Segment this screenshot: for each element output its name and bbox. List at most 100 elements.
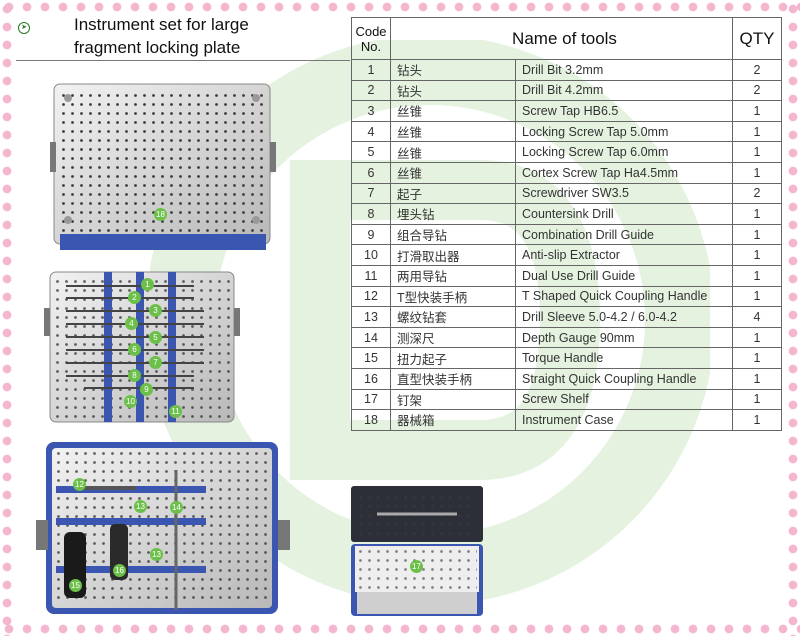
cell-qty: 1 [732,285,782,308]
cell-name-en: Cortex Screw Tap Ha4.5mm [515,161,733,184]
cell-name-cn: 组合导钻 [390,223,516,246]
cell-name-cn: 测深尺 [390,326,516,349]
cell-code-no: 4 [351,120,391,143]
cell-code-no: 17 [351,388,391,411]
header-code-line2: No. [360,38,382,54]
cell-name-en: Anti-slip Extractor [515,244,733,266]
photo-label-3: 3 [149,304,162,317]
pink-dot-border-bottom [0,622,800,636]
photo-label-7: 7 [149,356,162,369]
cell-code-no: 14 [351,326,391,349]
photo-label-12: 12 [73,478,86,491]
photo-label-2: 2 [128,291,141,304]
cell-qty: 1 [732,203,782,225]
cell-code-no: 15 [351,347,391,369]
photo-label-8: 8 [128,369,141,382]
cell-name-cn: T型快装手柄 [390,285,516,308]
cell-code-no: 5 [351,141,391,163]
table-header-row: Code No. Name of tools QTY [351,17,782,60]
page-title: Instrument set for large fragment lockin… [74,13,249,59]
cell-name-cn: 丝锥 [390,100,516,122]
cell-name-cn: 螺纹钻套 [390,306,516,328]
cell-qty: 1 [732,326,782,349]
cell-qty: 2 [732,182,782,205]
photo-label-9: 9 [140,383,153,396]
photo-label-10: 10 [124,395,137,408]
cell-name-en: Locking Screw Tap 6.0mm [515,141,733,163]
cell-qty: 1 [732,367,782,390]
cell-qty: 1 [732,120,782,143]
cell-name-en: Locking Screw Tap 5.0mm [515,120,733,143]
cell-name-cn: 丝锥 [390,141,516,163]
cell-name-en: Straight Quick Coupling Handle [515,367,733,390]
cell-qty: 1 [732,223,782,246]
cell-name-cn: 打滑取出器 [390,244,516,266]
header-name-of-tools: Name of tools [390,17,733,60]
cell-name-en: T Shaped Quick Coupling Handle [515,285,733,308]
photo-label-13: 13 [134,500,147,513]
cell-qty: 1 [732,100,782,122]
cell-code-no: 18 [351,409,391,431]
cell-name-cn: 丝锥 [390,120,516,143]
cell-name-cn: 丝锥 [390,161,516,184]
cell-qty: 1 [732,264,782,287]
photo-label-11: 11 [169,405,182,418]
photo-label-1: 1 [141,278,154,291]
photo-label-4: 4 [125,317,138,330]
cell-name-en: Depth Gauge 90mm [515,326,733,349]
lower-tray-photo [36,442,290,614]
cell-name-en: Combination Drill Guide [515,223,733,246]
cell-qty: 4 [732,306,782,328]
cell-name-en: Drill Sleeve 5.0-4.2 / 6.0-4.2 [515,306,733,328]
cell-name-cn: 钻头 [390,79,516,102]
cell-name-en: Countersink Drill [515,203,733,225]
cell-code-no: 10 [351,244,391,266]
title-line-1: Instrument set for large [74,15,249,34]
cell-code-no: 6 [351,161,391,184]
header-code-no: Code No. [351,17,391,60]
title-line-2: fragment locking plate [74,38,241,57]
cell-name-en: Torque Handle [515,347,733,369]
photo-label-17: 17 [410,560,423,573]
cell-name-cn: 钉架 [390,388,516,411]
cell-name-cn: 直型快装手柄 [390,367,516,390]
cell-name-cn: 扭力起子 [390,347,516,369]
cell-qty: 1 [732,409,782,431]
cell-code-no: 13 [351,306,391,328]
cell-code-no: 8 [351,203,391,225]
cell-name-en: Screwdriver SW3.5 [515,182,733,205]
photo-label-14: 14 [170,501,183,514]
arrow-bullet-icon: ➤ [18,22,30,34]
cell-qty: 1 [732,244,782,266]
photo-label-16: 16 [113,564,126,577]
photo-label-5: 5 [149,331,162,344]
instrument-case-lid-photo [50,83,276,250]
header-code-line1: Code [355,23,387,39]
cell-name-cn: 钻头 [390,59,516,81]
pink-dot-border-top [0,0,800,14]
cell-code-no: 2 [351,79,391,102]
cell-name-cn: 埋头钻 [390,203,516,225]
cell-qty: 2 [732,59,782,81]
cell-code-no: 12 [351,285,391,308]
cell-code-no: 1 [351,59,391,81]
cell-name-en: Drill Bit 3.2mm [515,59,733,81]
header-qty: QTY [732,17,782,60]
